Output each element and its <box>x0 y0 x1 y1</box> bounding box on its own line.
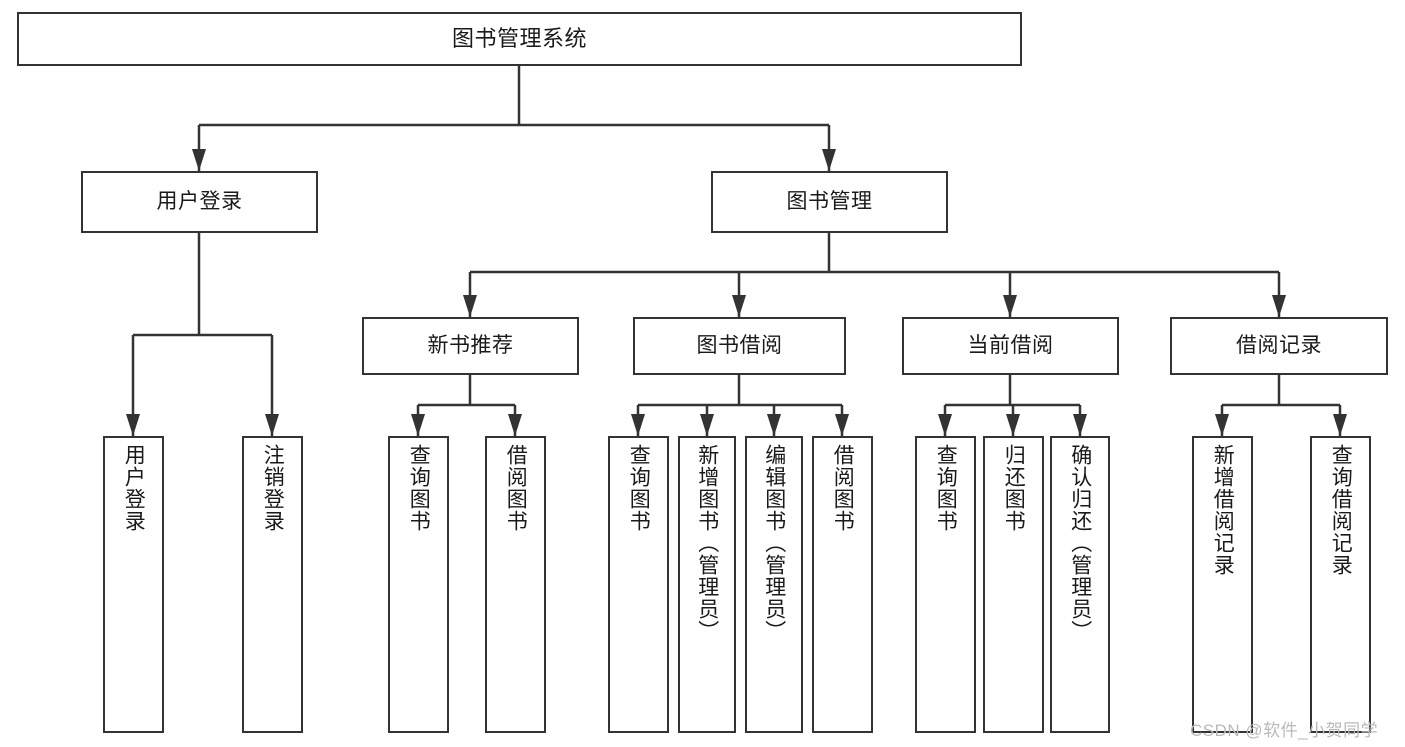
arrow-head-book-manage <box>822 149 836 171</box>
arrow-head-leaf-logout <box>265 414 279 436</box>
arrow-head-leaf-confirm-return <box>1073 414 1087 436</box>
arrow-head-leaf-query-record <box>1333 414 1347 436</box>
node-label-book-borrow: 图书借阅 <box>696 333 783 357</box>
node-leaf-add-record[interactable]: 新增借阅记录 <box>1192 436 1253 733</box>
node-leaf-query-record[interactable]: 查询借阅记录 <box>1310 436 1371 733</box>
node-label-current-borrow: 当前借阅 <box>967 333 1054 357</box>
node-label-leaf-query-book-bb: 查询图书 <box>627 444 651 532</box>
node-borrow-record[interactable]: 借阅记录 <box>1170 317 1388 375</box>
node-root[interactable]: 图书管理系统 <box>17 12 1022 66</box>
node-label-book-manage: 图书管理 <box>786 189 873 213</box>
node-label-borrow-record: 借阅记录 <box>1236 333 1322 357</box>
node-label-leaf-query-book-rec: 查询图书 <box>407 444 431 532</box>
node-leaf-logout[interactable]: 注销登录 <box>242 436 303 733</box>
arrow-head-new-book-rec <box>463 295 477 317</box>
arrow-head-leaf-user-login <box>126 414 140 436</box>
arrow-head-leaf-borrow-book-bb <box>835 414 849 436</box>
node-leaf-query-book-cb[interactable]: 查询图书 <box>915 436 976 733</box>
arrow-head-leaf-return-book <box>1006 414 1020 436</box>
node-leaf-confirm-return[interactable]: 确认归还（管理员） <box>1050 436 1110 733</box>
node-label-leaf-confirm-return: 确认归还（管理员） <box>1068 444 1092 642</box>
node-label-leaf-edit-book: 编辑图书（管理员） <box>762 444 786 642</box>
node-leaf-query-book-rec[interactable]: 查询图书 <box>388 436 449 733</box>
node-label-root: 图书管理系统 <box>451 26 587 52</box>
node-leaf-return-book[interactable]: 归还图书 <box>983 436 1044 733</box>
node-label-new-book-rec: 新书推荐 <box>427 333 514 357</box>
node-label-leaf-borrow-book-bb: 借阅图书 <box>831 444 855 532</box>
arrow-head-leaf-query-book-rec <box>411 414 425 436</box>
node-leaf-add-book[interactable]: 新增图书（管理员） <box>678 436 736 733</box>
arrow-head-leaf-query-book-bb <box>631 414 645 436</box>
node-leaf-borrow-book-bb[interactable]: 借阅图书 <box>812 436 873 733</box>
node-leaf-edit-book[interactable]: 编辑图书（管理员） <box>745 436 803 733</box>
arrow-head-book-borrow <box>732 295 746 317</box>
arrow-head-current-borrow <box>1003 295 1017 317</box>
node-book-manage[interactable]: 图书管理 <box>711 171 948 233</box>
node-label-leaf-add-book: 新增图书（管理员） <box>695 444 719 642</box>
arrow-head-leaf-add-record <box>1215 414 1229 436</box>
node-label-leaf-borrow-book-rec: 借阅图书 <box>504 444 528 532</box>
node-current-borrow[interactable]: 当前借阅 <box>902 317 1119 375</box>
node-leaf-borrow-book-rec[interactable]: 借阅图书 <box>485 436 546 733</box>
node-label-leaf-logout: 注销登录 <box>261 444 285 532</box>
arrow-head-leaf-add-book <box>700 414 714 436</box>
arrow-head-leaf-query-book-cb <box>938 414 952 436</box>
arrow-head-user-login <box>192 149 206 171</box>
node-label-leaf-query-book-cb: 查询图书 <box>934 444 958 532</box>
node-label-user-login: 用户登录 <box>156 189 243 213</box>
arrow-head-leaf-edit-book <box>767 414 781 436</box>
node-leaf-query-book-bb[interactable]: 查询图书 <box>608 436 669 733</box>
arrow-head-leaf-borrow-book-rec <box>508 414 522 436</box>
node-user-login[interactable]: 用户登录 <box>81 171 318 233</box>
node-label-leaf-query-record: 查询借阅记录 <box>1329 444 1353 576</box>
csdn-watermark: CSDN @软件_小贺同学 <box>1190 721 1379 740</box>
arrow-head-borrow-record <box>1272 295 1286 317</box>
node-new-book-rec[interactable]: 新书推荐 <box>362 317 579 375</box>
node-book-borrow[interactable]: 图书借阅 <box>633 317 846 375</box>
node-label-leaf-user-login: 用户登录 <box>122 444 146 532</box>
node-label-leaf-add-record: 新增借阅记录 <box>1211 444 1235 576</box>
node-leaf-user-login[interactable]: 用户登录 <box>103 436 164 733</box>
node-label-leaf-return-book: 归还图书 <box>1002 444 1026 532</box>
